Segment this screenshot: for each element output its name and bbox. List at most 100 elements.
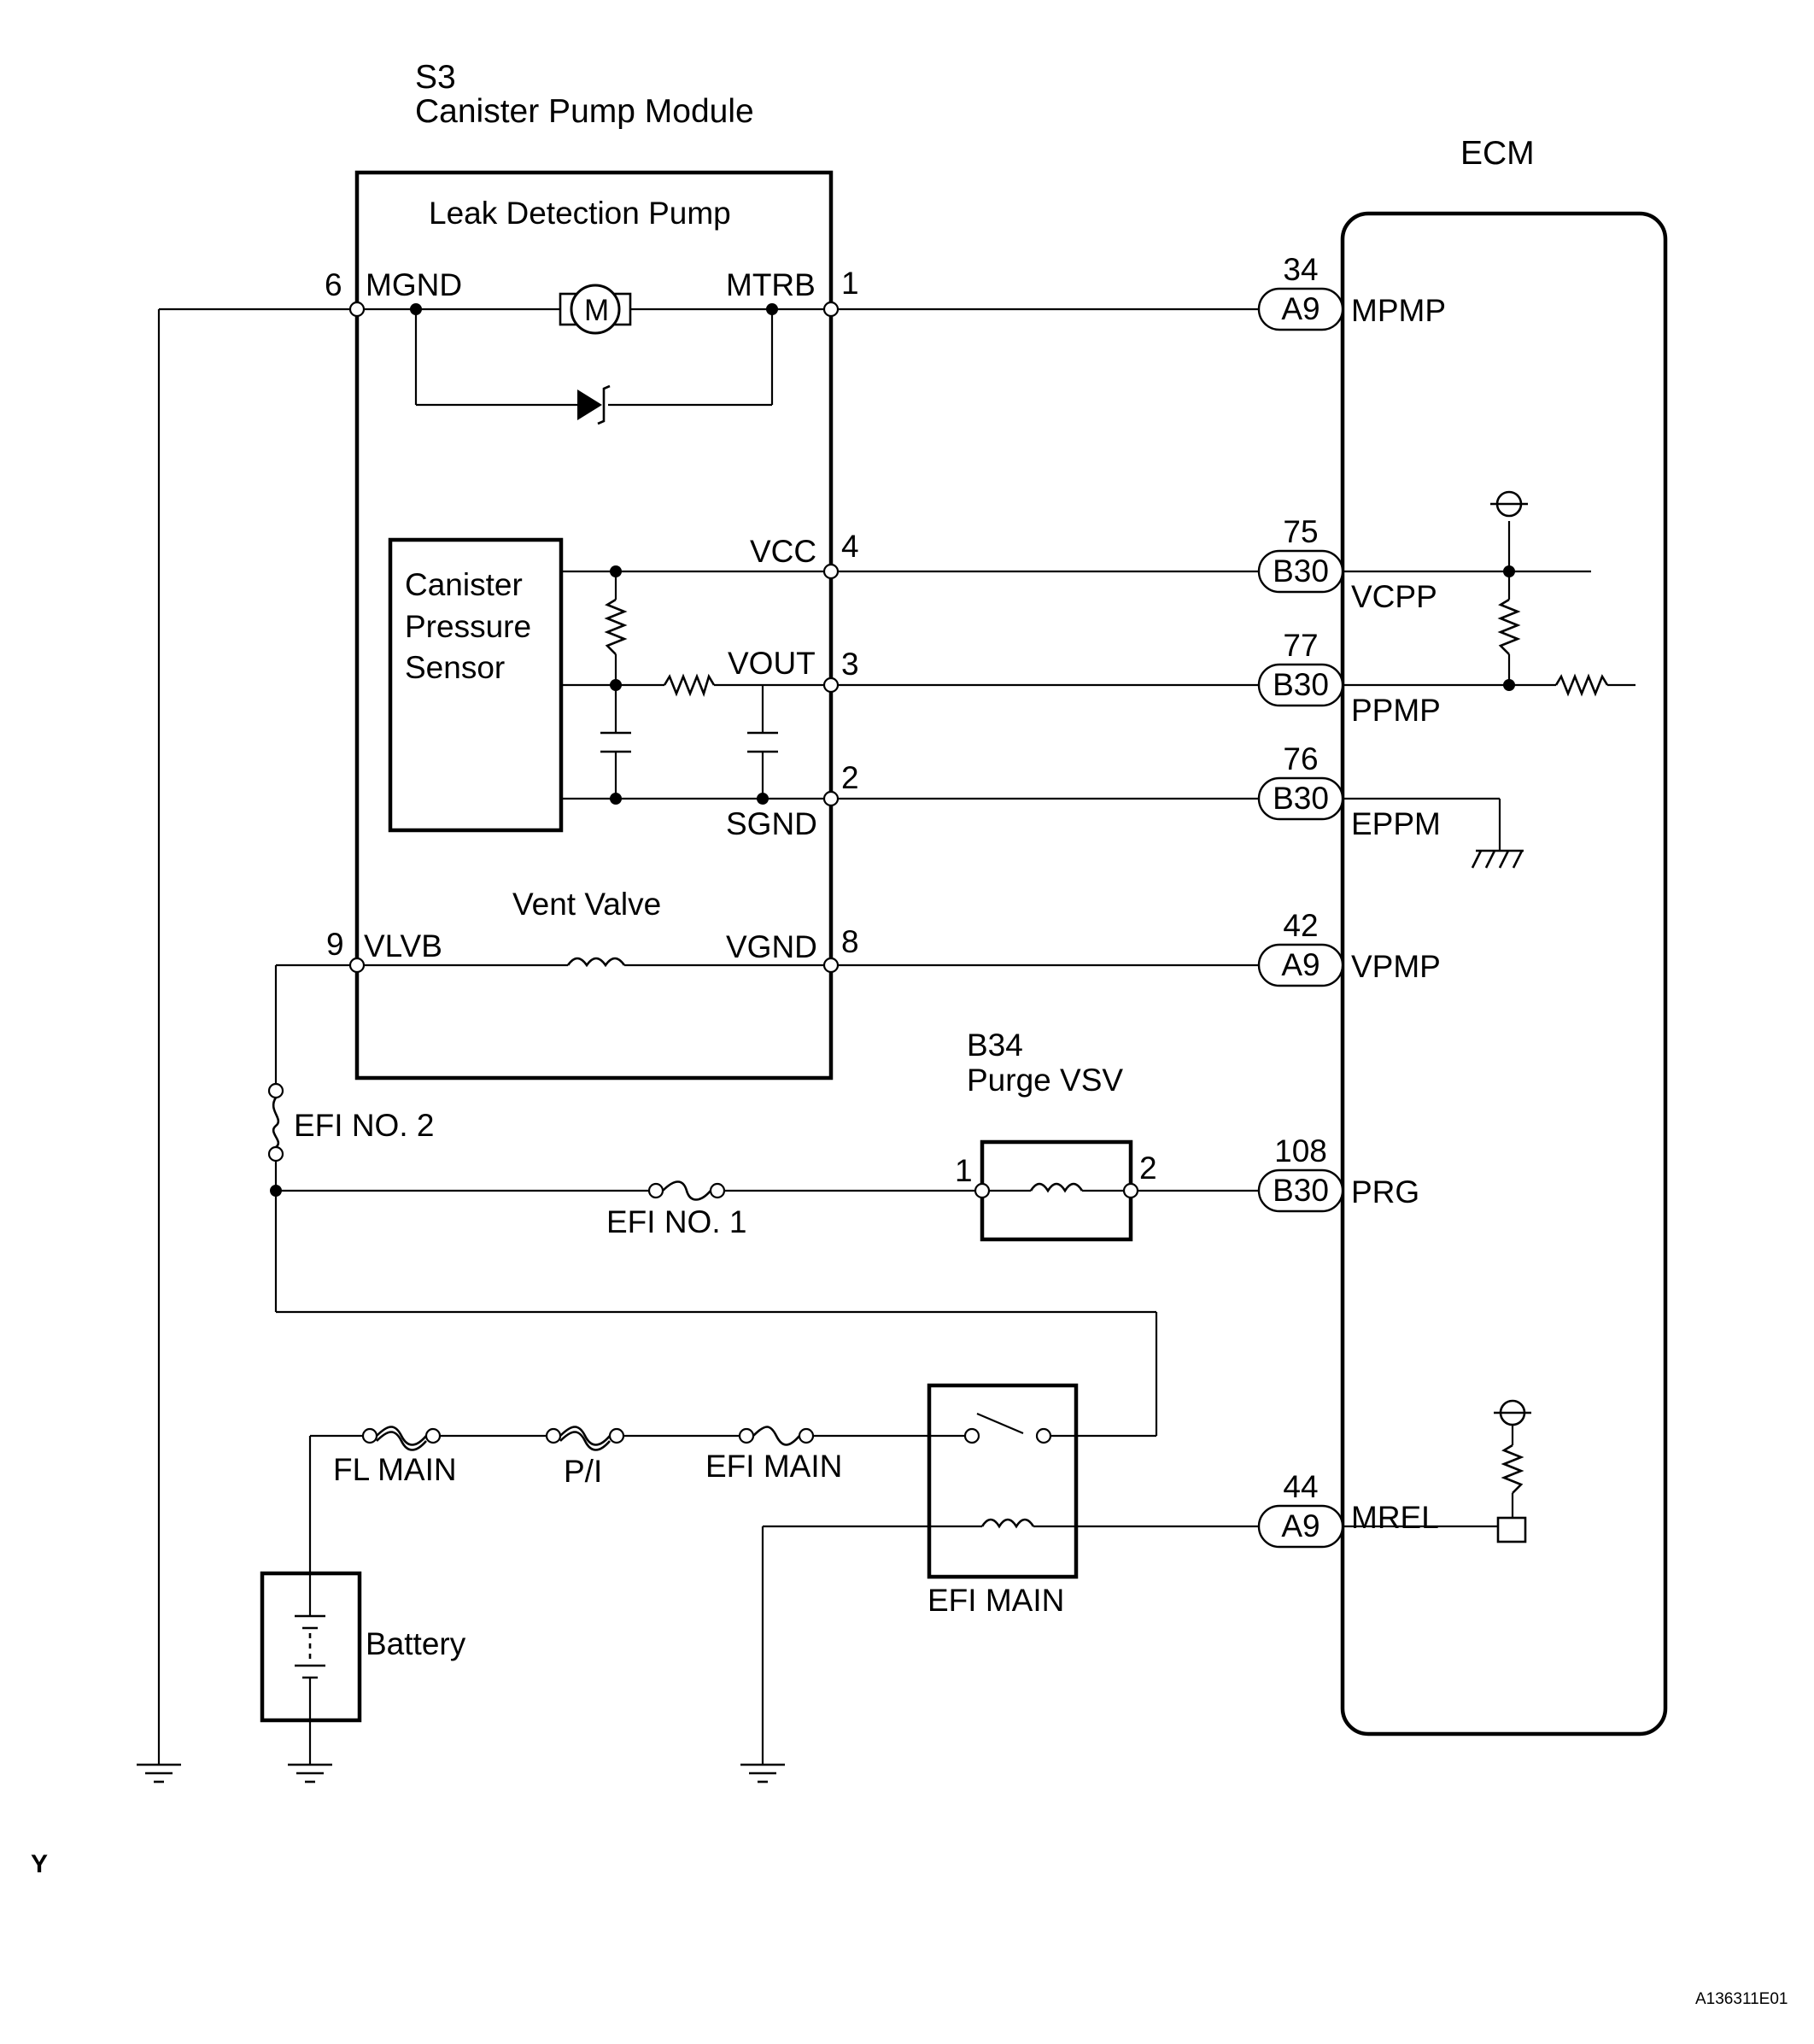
ecm-connector-mpmp <box>1257 287 1344 331</box>
sensor-label-line-3: Sensor <box>405 650 505 685</box>
motor-icon: M <box>559 284 632 335</box>
ecm-vcpp-supply-icon <box>1490 490 1528 518</box>
ecm-pin-number-vcpp: 75 <box>1283 514 1318 549</box>
sensor-label-line-1: Canister <box>405 567 523 602</box>
purge-vsv-coil-icon <box>1029 1182 1084 1193</box>
ecm-connector-code-vpmp: A9 <box>1281 947 1320 982</box>
relay-contact-2 <box>1035 1427 1052 1444</box>
ecm-connector-code-mpmp: A9 <box>1281 291 1320 326</box>
fuse-efi-no2-icon <box>267 1082 284 1163</box>
ecm-box <box>1340 211 1668 1737</box>
ecm-connector-mrel <box>1257 1504 1344 1549</box>
sensor-label-line-2: Pressure <box>405 609 531 644</box>
battery-label: Battery <box>366 1626 466 1661</box>
module-name: Canister Pump Module <box>415 93 754 130</box>
motor-symbol-label: M <box>584 294 609 327</box>
ecm-connector-code-mrel: A9 <box>1281 1508 1320 1543</box>
ecm-connector-code-prg: B30 <box>1273 1173 1329 1208</box>
ecm-pin-name-mrel: MREL <box>1351 1500 1439 1535</box>
ecm-pin-number-mpmp: 34 <box>1283 252 1318 287</box>
ground-icon-battery <box>288 1763 332 1783</box>
footer-left-code: Y <box>31 1850 48 1878</box>
pin-name-vlvb: VLVB <box>364 928 442 963</box>
fuse-fl-main-icon <box>361 1426 442 1451</box>
ecm-connector-code-ppmp: B30 <box>1273 667 1329 702</box>
module-terminals <box>348 301 840 974</box>
ecm-pin-number-ppmp: 77 <box>1283 628 1318 663</box>
ground-icon-eppm <box>1471 849 1524 869</box>
pin-num-mgnd: 6 <box>325 267 342 302</box>
fuse-efi-no1-label: EFI NO. 1 <box>606 1204 746 1239</box>
sensor-resistor-horizontal-icon <box>663 673 716 697</box>
ground-icon-relay <box>740 1763 785 1783</box>
fuse-pi-label: P/I <box>564 1454 602 1489</box>
wires <box>157 307 1636 1765</box>
sensor-capacitor-2-icon <box>747 731 778 753</box>
leak-detection-pump-title: Leak Detection Pump <box>429 196 731 231</box>
fuse-efi-no2-label: EFI NO. 2 <box>294 1108 434 1143</box>
pin-num-sgnd: 2 <box>841 760 859 795</box>
purge-vsv-pin-2: 2 <box>1139 1151 1157 1186</box>
ecm-connector-ppmp <box>1257 663 1344 707</box>
pin-name-sgnd: SGND <box>726 806 817 841</box>
ecm-connector-code-vcpp: B30 <box>1273 553 1329 589</box>
pin-name-mgnd: MGND <box>366 267 462 302</box>
purge-vsv-terminal-2 <box>1122 1182 1139 1199</box>
ecm-connector-eppm <box>1257 776 1344 821</box>
ecm-connector-prg <box>1257 1168 1344 1213</box>
relay-label: EFI MAIN <box>927 1583 1064 1618</box>
pin-name-mtrb: MTRB <box>726 267 816 302</box>
pin-name-vout: VOUT <box>728 646 816 681</box>
pin-num-vout: 3 <box>841 647 859 682</box>
ecm-pin-name-ppmp: PPMP <box>1351 693 1441 728</box>
vent-valve-coil-icon <box>566 957 626 968</box>
fuse-efi-main-label: EFI MAIN <box>705 1449 842 1484</box>
relay-contact-1 <box>963 1427 980 1444</box>
ecm-pin-name-eppm: EPPM <box>1351 806 1441 841</box>
ecm-pin-number-prg: 108 <box>1274 1133 1327 1168</box>
pin-num-vcc: 4 <box>841 529 859 564</box>
ecm-series-resistor-icon <box>1554 673 1609 697</box>
ecm-label: ECM <box>1460 135 1535 172</box>
ecm-pin-name-vpmp: VPMP <box>1351 949 1441 984</box>
ecm-pin-number-eppm: 76 <box>1283 741 1318 776</box>
pin-num-vlvb: 9 <box>326 927 344 962</box>
ecm-connector-code-eppm: B30 <box>1273 781 1329 816</box>
efi-main-relay-box <box>927 1383 1079 1579</box>
fuse-efi-main-icon <box>738 1426 815 1446</box>
ecm-pin-number-vpmp: 42 <box>1283 908 1318 943</box>
ecm-mrel-driver-icon <box>1496 1516 1527 1543</box>
ecm-pin-name-mpmp: MPMP <box>1351 293 1446 328</box>
ecm-pullup-resistor-icon <box>1497 598 1521 655</box>
relay-coil-icon <box>980 1518 1035 1529</box>
purge-vsv-name: Purge VSV <box>967 1063 1123 1098</box>
ecm-pin-name-vcpp: VCPP <box>1351 579 1437 614</box>
ground-icon-mgnd <box>137 1763 181 1783</box>
sensor-capacitor-1-icon <box>600 731 631 753</box>
pin-num-vgnd: 8 <box>841 924 859 959</box>
fuse-efi-no1-icon <box>647 1180 726 1201</box>
junction-dots <box>270 303 1515 1197</box>
ecm-pin-name-prg: PRG <box>1351 1174 1419 1209</box>
pin-name-vcc: VCC <box>750 534 816 569</box>
ecm-connector-vpmp <box>1257 943 1344 987</box>
battery-icon <box>295 1573 325 1720</box>
purge-vsv-terminal-1 <box>974 1182 991 1199</box>
ecm-pin-number-mrel: 44 <box>1283 1469 1318 1504</box>
sensor-resistor-vertical-icon <box>604 598 628 655</box>
pin-name-vgnd: VGND <box>726 929 817 964</box>
fuse-fl-main-label: FL MAIN <box>333 1452 457 1487</box>
canister-pump-module-box <box>354 170 834 1081</box>
fuse-pi-icon <box>545 1426 625 1451</box>
zener-diode-icon <box>577 384 611 425</box>
purge-vsv-code: B34 <box>967 1028 1023 1063</box>
purge-vsv-pin-1: 1 <box>955 1153 973 1188</box>
module-code: S3 <box>415 59 456 96</box>
vent-valve-title: Vent Valve <box>512 887 661 922</box>
ecm-mrel-supply-icon <box>1494 1399 1531 1426</box>
figure-id: A136311E01 <box>1695 1990 1788 2008</box>
ecm-connector-vcpp <box>1257 549 1344 594</box>
pin-num-mtrb: 1 <box>841 266 859 301</box>
